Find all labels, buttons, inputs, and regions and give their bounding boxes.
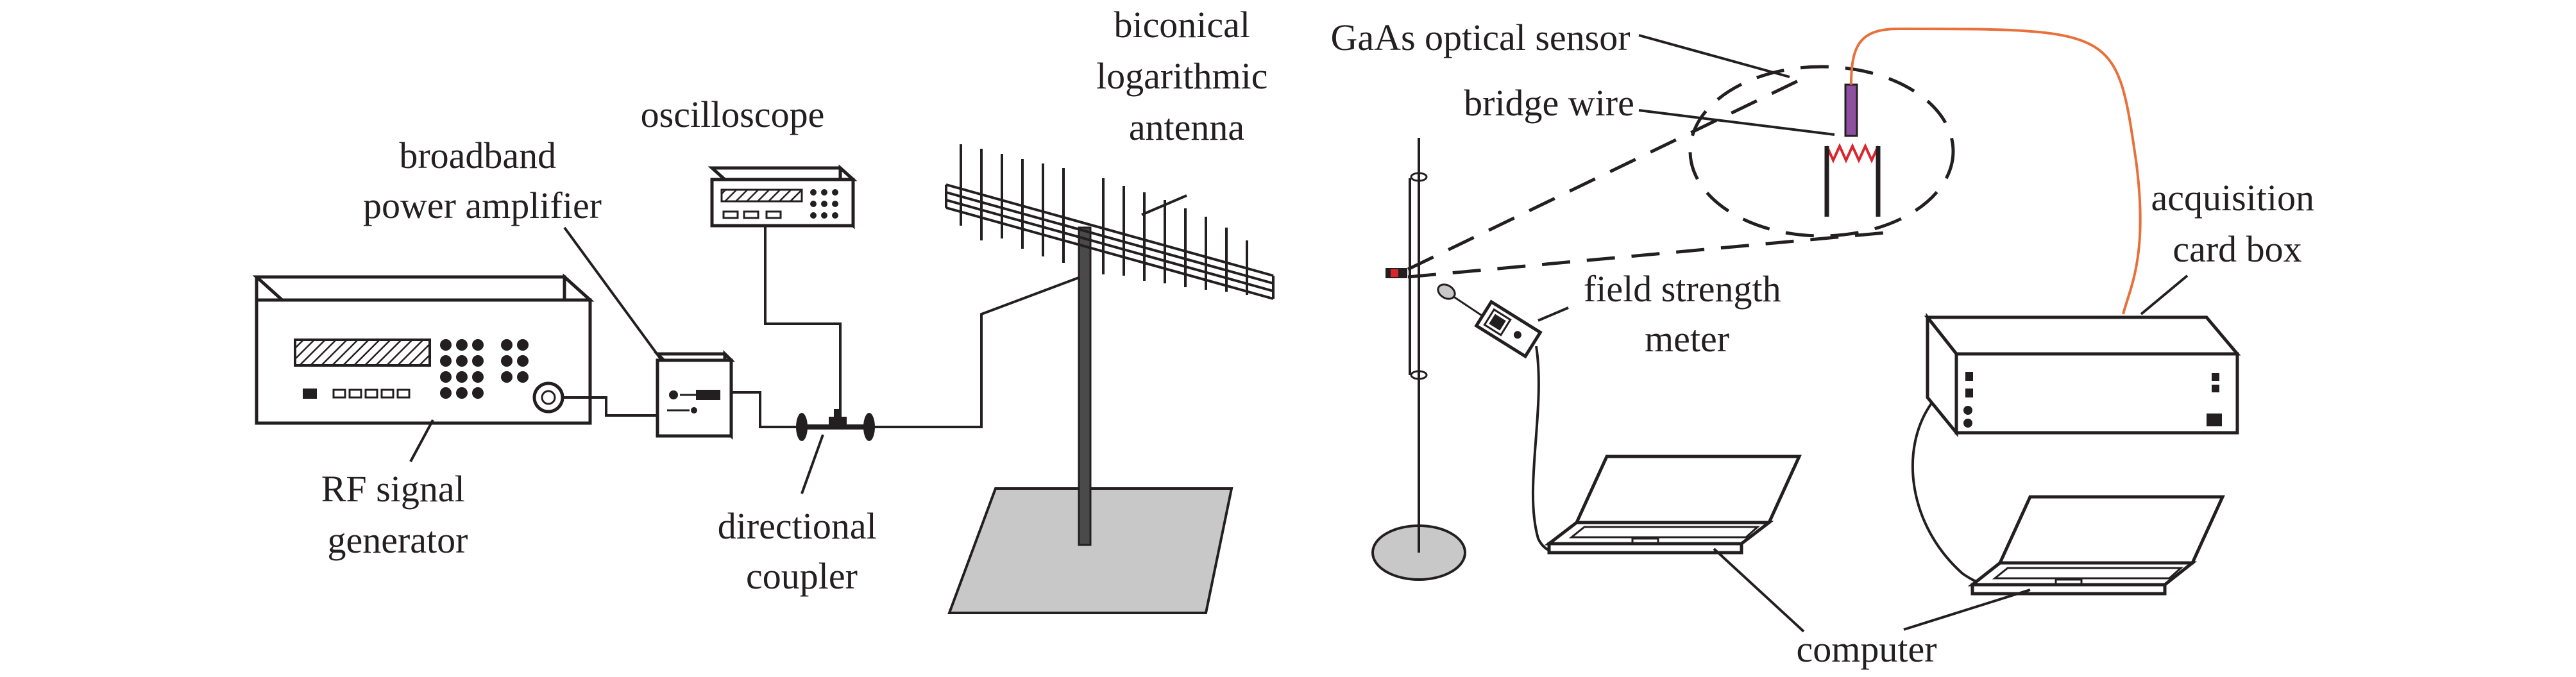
sensor-detail <box>1407 27 2142 315</box>
directional-coupler <box>796 409 875 441</box>
broadband-power-amplifier <box>653 349 736 440</box>
computer-right <box>1967 495 2225 596</box>
acquisition-card-box <box>1911 312 2241 587</box>
keypad-icon <box>440 339 529 399</box>
label-rf-signal-generator: RF signal generator <box>321 468 475 561</box>
gaas-sensor-icon <box>1844 83 1858 137</box>
rf-signal-generator <box>252 273 595 425</box>
computer-left <box>1544 455 1802 555</box>
label-biconical-logarithmic-antenna: biconical logarithmic antenna <box>1096 4 1277 148</box>
bridge-wire-icon <box>1826 143 1879 163</box>
label-gaas-optical-sensor: GaAs optical sensor <box>1330 17 1630 58</box>
leader-lines <box>409 34 2189 633</box>
optical-fiber <box>1850 27 2142 315</box>
label-directional-coupler: directional coupler <box>718 505 886 597</box>
oscilloscope <box>708 164 858 230</box>
label-broadband-power-amplifier: broadband power amplifier <box>363 135 602 226</box>
label-computer: computer <box>1796 628 1936 670</box>
probe-stand <box>1371 138 1466 581</box>
label-oscilloscope: oscilloscope <box>641 94 825 135</box>
biconical-logarithmic-antenna <box>945 144 1275 614</box>
labels: RF signal generator broadband power ampl… <box>321 4 2323 670</box>
label-acquisition-card-box: acquisition card box <box>2151 177 2323 270</box>
label-bridge-wire: bridge wire <box>1464 82 1634 124</box>
label-field-strength-meter: field strength meter <box>1584 268 1790 360</box>
field-strength-meter <box>1437 283 1579 555</box>
